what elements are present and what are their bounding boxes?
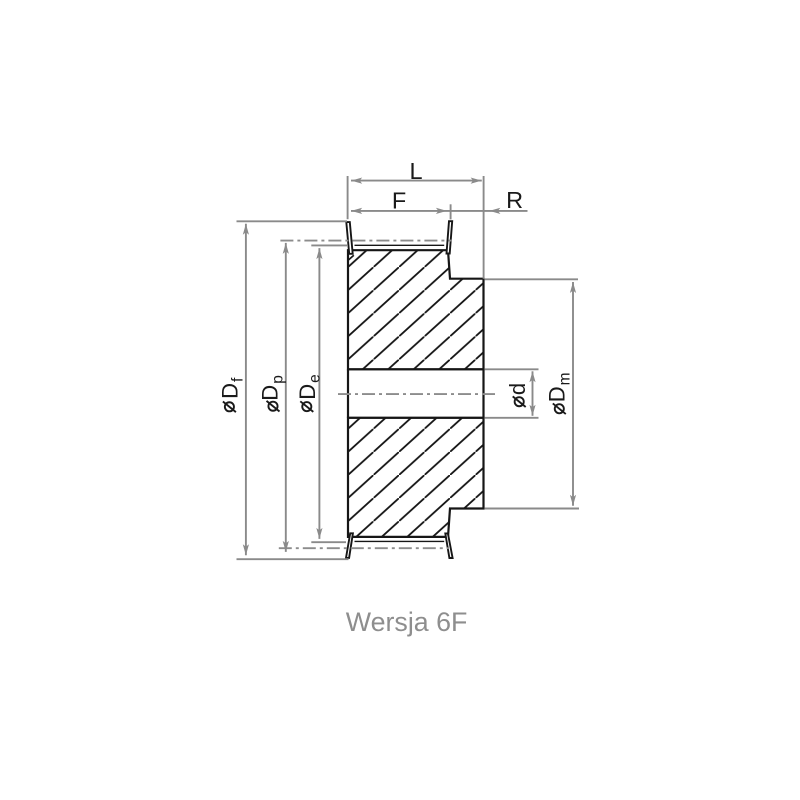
svg-text:d: d bbox=[505, 382, 530, 395]
svg-text:Wersja 6F: Wersja 6F bbox=[346, 607, 468, 637]
svg-text:L: L bbox=[409, 158, 422, 184]
svg-text:Df: Df bbox=[218, 377, 247, 399]
svg-text:R: R bbox=[506, 187, 523, 213]
svg-text:F: F bbox=[392, 188, 406, 214]
